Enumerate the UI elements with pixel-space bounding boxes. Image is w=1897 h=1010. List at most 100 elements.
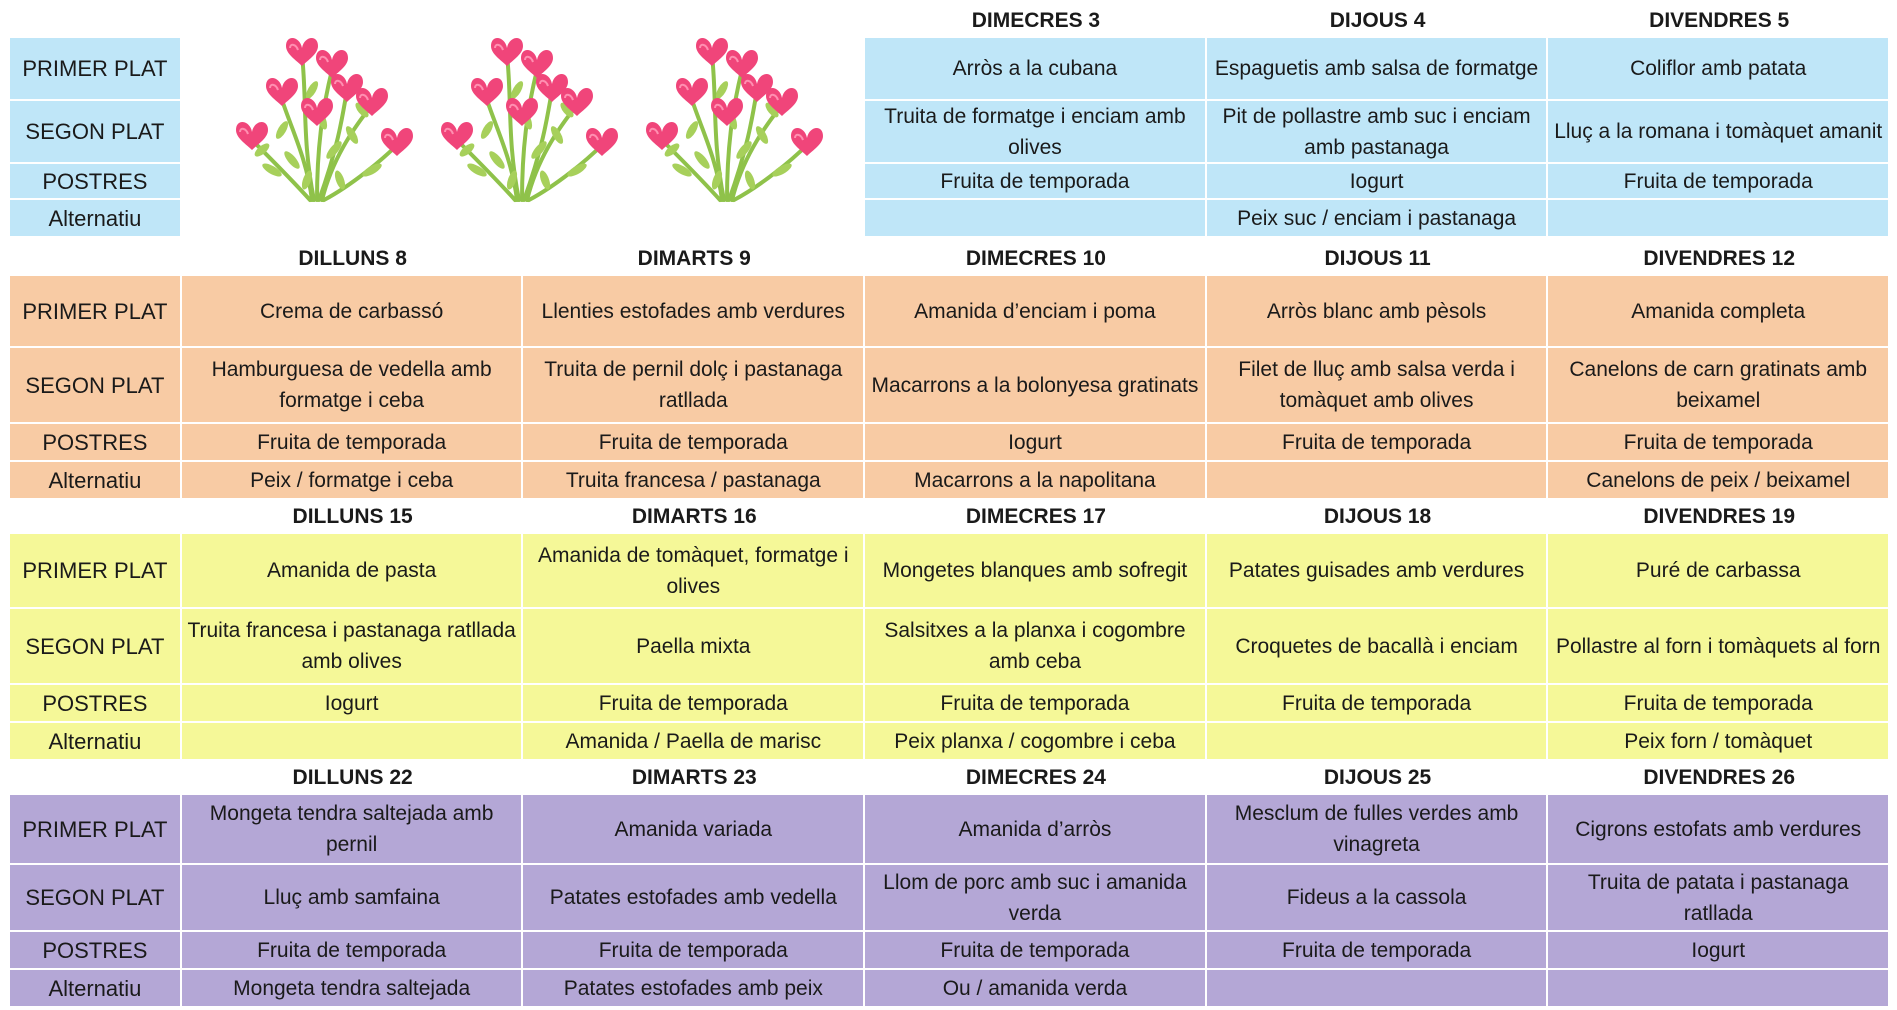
alternatiu-row: Alternatiu Peix suc / enciam i pastanaga bbox=[10, 200, 1891, 238]
week-3-day-headers: DILLUNS 15 DIMARTS 16 DIMECRES 17 DIJOUS… bbox=[10, 500, 1890, 534]
row-label: Alternatiu bbox=[10, 723, 182, 761]
menu-cell: Fruita de temporada bbox=[523, 685, 866, 723]
school-lunch-menu: DIMECRES 3 DIJOUS 4 DIVENDRES 5 PRIMER P… bbox=[10, 0, 1891, 1008]
menu-cell: Lluç amb samfaina bbox=[181, 865, 524, 932]
menu-cell: Crema de carbassó bbox=[181, 276, 524, 348]
menu-cell: Fruita de temporada bbox=[181, 424, 524, 462]
menu-cell: Fruita de temporada bbox=[865, 685, 1207, 723]
row-label: PRIMER PLAT bbox=[10, 795, 182, 865]
menu-cell: Mongetes blanques amb sofregit bbox=[865, 534, 1207, 609]
menu-cell: Amanida / Paella de marisc bbox=[523, 723, 866, 761]
menu-cell: Fideus a la cassola bbox=[1206, 865, 1549, 932]
menu-cell: Peix planxa / cogombre i ceba bbox=[865, 723, 1207, 761]
row-label: PRIMER PLAT bbox=[10, 38, 182, 101]
row-label: PRIMER PLAT bbox=[10, 276, 182, 348]
menu-cell: Llom de porc amb suc i amanida verda bbox=[865, 865, 1207, 932]
menu-cell: Amanida de tomàquet, formatge i olives bbox=[523, 534, 866, 609]
menu-cell: Mesclum de fulles verdes amb vinagreta bbox=[1206, 795, 1549, 865]
row-label: Alternatiu bbox=[10, 200, 182, 238]
menu-cell: Fruita de temporada bbox=[1548, 685, 1891, 723]
day-header: DIVENDRES 12 bbox=[1643, 247, 1796, 270]
menu-cell bbox=[1206, 970, 1549, 1008]
menu-cell bbox=[1548, 970, 1891, 1008]
day-header: DILLUNS 15 bbox=[292, 505, 413, 528]
menu-cell: Patates estofades amb peix bbox=[523, 970, 866, 1008]
menu-cell: Fruita de temporada bbox=[523, 932, 866, 970]
postres-row: POSTRES Fruita de temporada Fruita de te… bbox=[10, 932, 1891, 970]
menu-cell bbox=[1206, 462, 1549, 500]
week-3: DILLUNS 15 DIMARTS 16 DIMECRES 17 DIJOUS… bbox=[10, 500, 1891, 761]
row-label: Alternatiu bbox=[10, 970, 182, 1008]
menu-cell: Fruita de temporada bbox=[1206, 932, 1549, 970]
menu-cell: Mongeta tendra saltejada amb pernil bbox=[181, 795, 524, 865]
menu-cell: Amanida variada bbox=[523, 795, 866, 865]
menu-cell: Lluç a la romana i tomàquet amanit bbox=[1548, 101, 1891, 164]
menu-cell: Fruita de temporada bbox=[1206, 424, 1549, 462]
week-1: DIMECRES 3 DIJOUS 4 DIVENDRES 5 PRIMER P… bbox=[10, 0, 1891, 238]
menu-cell: Fruita de temporada bbox=[523, 424, 866, 462]
menu-cell: Peix / formatge i ceba bbox=[181, 462, 524, 500]
menu-cell: Fruita de temporada bbox=[865, 932, 1207, 970]
day-header: DIMECRES 24 bbox=[965, 766, 1106, 789]
week-2: DILLUNS 8 DIMARTS 9 DIMECRES 10 DIJOUS 1… bbox=[10, 238, 1891, 500]
postres-row: POSTRES Fruita de temporada Fruita de te… bbox=[10, 424, 1891, 462]
row-label: SEGON PLAT bbox=[10, 348, 182, 424]
menu-cell: Patates guisades amb verdures bbox=[1206, 534, 1549, 609]
row-label: POSTRES bbox=[10, 932, 182, 970]
day-header: DIMARTS 23 bbox=[631, 766, 757, 789]
menu-cell: Peix suc / enciam i pastanaga bbox=[1206, 200, 1549, 238]
menu-cell: Fruita de temporada bbox=[1206, 685, 1549, 723]
menu-cell bbox=[1206, 723, 1549, 761]
menu-cell: Puré de carbassa bbox=[1548, 534, 1891, 609]
menu-cell bbox=[865, 200, 1207, 238]
menu-cell: Macarrons a la napolitana bbox=[865, 462, 1207, 500]
menu-cell: Hamburguesa de vedella amb formatge i ce… bbox=[181, 348, 524, 424]
menu-cell: Ou / amanida verda bbox=[865, 970, 1207, 1008]
menu-cell: Truita de pernil dolç i pastanaga ratlla… bbox=[523, 348, 866, 424]
menu-cell: Fruita de temporada bbox=[865, 164, 1207, 200]
menu-cell: Filet de lluç amb salsa verda i tomàquet… bbox=[1206, 348, 1549, 424]
alternatiu-row: Alternatiu Mongeta tendra saltejada Pata… bbox=[10, 970, 1891, 1008]
menu-cell: Amanida completa bbox=[1548, 276, 1891, 348]
menu-cell: Macarrons a la bolonyesa gratinats bbox=[865, 348, 1207, 424]
day-header: DIMECRES 10 bbox=[965, 247, 1106, 270]
menu-cell: Amanida de pasta bbox=[181, 534, 524, 609]
day-header: DIVENDRES 19 bbox=[1643, 505, 1796, 528]
day-header: DIMARTS 16 bbox=[631, 505, 757, 528]
row-label: SEGON PLAT bbox=[10, 101, 182, 164]
menu-cell: Iogurt bbox=[181, 685, 524, 723]
menu-cell: Pit de pollastre amb suc i enciam amb pa… bbox=[1206, 101, 1549, 164]
week-2-day-headers: DILLUNS 8 DIMARTS 9 DIMECRES 10 DIJOUS 1… bbox=[10, 238, 1890, 276]
alternatiu-row: Alternatiu Peix / formatge i ceba Truita… bbox=[10, 462, 1891, 500]
menu-cell: Llenties estofades amb verdures bbox=[523, 276, 866, 348]
row-label: POSTRES bbox=[10, 164, 182, 200]
row-label: SEGON PLAT bbox=[10, 865, 182, 932]
menu-cell: Arròs blanc amb pèsols bbox=[1206, 276, 1549, 348]
week-4-day-headers: DILLUNS 22 DIMARTS 23 DIMECRES 24 DIJOUS… bbox=[10, 761, 1890, 795]
day-header: DIMECRES 3 bbox=[971, 9, 1101, 32]
menu-cell bbox=[1548, 200, 1891, 238]
menu-cell: Canelons de carn gratinats amb beixamel bbox=[1548, 348, 1891, 424]
menu-cell: Espaguetis amb salsa de formatge bbox=[1206, 38, 1549, 101]
row-label: POSTRES bbox=[10, 685, 182, 723]
menu-cell: Amanida d’enciam i poma bbox=[865, 276, 1207, 348]
day-header: DIVENDRES 26 bbox=[1643, 766, 1796, 789]
segon-plat-row: SEGON PLAT Hamburguesa de vedella amb fo… bbox=[10, 348, 1891, 424]
menu-cell: Pollastre al forn i tomàquets al forn bbox=[1548, 609, 1891, 685]
row-label: POSTRES bbox=[10, 424, 182, 462]
menu-cell: Iogurt bbox=[1206, 164, 1549, 200]
menu-cell: Fruita de temporada bbox=[1548, 164, 1891, 200]
day-header: DIVENDRES 5 bbox=[1649, 9, 1790, 32]
row-label: Alternatiu bbox=[10, 462, 182, 500]
row-label: PRIMER PLAT bbox=[10, 534, 182, 609]
day-header: DIJOUS 4 bbox=[1329, 9, 1426, 32]
segon-plat-row: SEGON PLAT Lluç amb samfaina Patates est… bbox=[10, 865, 1891, 932]
primer-plat-row: PRIMER PLAT Amanida de pasta Amanida de … bbox=[10, 534, 1891, 609]
flowers-illustration bbox=[182, 0, 1208, 248]
week-4: DILLUNS 22 DIMARTS 23 DIMECRES 24 DIJOUS… bbox=[10, 761, 1891, 1008]
menu-cell: Canelons de peix / beixamel bbox=[1548, 462, 1891, 500]
week-1-day-headers: DIMECRES 3 DIJOUS 4 DIVENDRES 5 bbox=[10, 0, 1890, 38]
menu-cell: Iogurt bbox=[865, 424, 1207, 462]
day-header: DIMARTS 9 bbox=[637, 247, 751, 270]
menu-cell: Truita de patata i pastanaga ratllada bbox=[1548, 865, 1891, 932]
